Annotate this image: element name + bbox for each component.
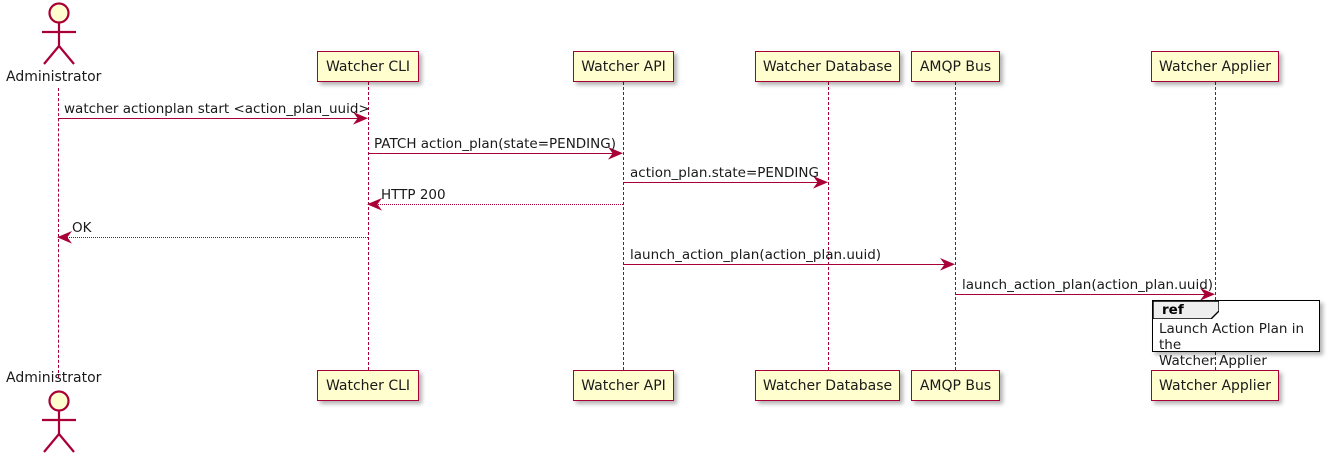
message-label-7: launch_action_plan(action_plan.uuid) (962, 277, 1214, 293)
lifeline-watcher-api (623, 82, 624, 370)
ref-fragment-text: Launch Action Plan in the Watcher Applie… (1159, 321, 1305, 369)
ref-tab-label: ref (1162, 302, 1184, 318)
message-label-2: PATCH action_plan(state=PENDING) (374, 136, 616, 152)
lifeline-watcher-cli (368, 82, 369, 370)
actor-administrator-bottom (34, 390, 84, 456)
actor-administrator-top (34, 2, 84, 70)
arrowhead-left-5 (57, 231, 72, 244)
arrowhead-left-4 (367, 198, 382, 211)
message-line-7 (955, 294, 1208, 295)
message-line-6 (623, 264, 948, 265)
ref-fragment-box[interactable]: ref Launch Action Plan in the Watcher Ap… (1152, 300, 1320, 369)
participant-box-watcher-cli-bottom[interactable]: Watcher CLI (317, 370, 419, 401)
message-line-5 (66, 237, 368, 238)
message-label-4: HTTP 200 (381, 187, 446, 203)
message-label-6: launch_action_plan(action_plan.uuid) (630, 247, 882, 263)
arrowhead-right-3 (813, 176, 828, 189)
participant-box-watcher-api-bottom[interactable]: Watcher API (573, 370, 674, 401)
ref-tab-shape (1153, 301, 1219, 319)
lifeline-administrator (58, 88, 59, 378)
message-line-3 (623, 182, 821, 183)
participant-box-watcher-api-top[interactable]: Watcher API (573, 51, 674, 82)
participant-box-watcher-applier-bottom[interactable]: Watcher Applier (1151, 370, 1279, 401)
participant-box-watcher-database-bottom[interactable]: Watcher Database (755, 370, 900, 401)
actor-label-administrator-bottom: Administrator (6, 370, 102, 386)
message-line-2 (368, 153, 616, 154)
participant-box-amqp-bus-top[interactable]: AMQP Bus (911, 51, 1000, 82)
actor-label-administrator-top: Administrator (6, 69, 102, 85)
message-line-1 (58, 118, 361, 119)
message-label-3: action_plan.state=PENDING (630, 165, 819, 181)
participant-box-amqp-bus-bottom[interactable]: AMQP Bus (911, 370, 1000, 401)
arrowhead-right-7 (1200, 288, 1215, 301)
arrowhead-right-1 (353, 112, 368, 125)
participant-box-watcher-cli-top[interactable]: Watcher CLI (317, 51, 419, 82)
arrowhead-right-6 (940, 258, 955, 271)
lifeline-amqp-bus (955, 82, 956, 370)
participant-box-watcher-database-top[interactable]: Watcher Database (755, 51, 900, 82)
message-line-4 (375, 204, 623, 205)
lifeline-watcher-database (828, 82, 829, 370)
message-label-1: watcher actionplan start <action_plan_uu… (64, 101, 370, 117)
participant-box-watcher-applier-top[interactable]: Watcher Applier (1151, 51, 1279, 82)
lifeline-watcher-applier (1215, 82, 1216, 370)
arrowhead-right-2 (608, 147, 623, 160)
message-label-5: OK (72, 220, 92, 236)
